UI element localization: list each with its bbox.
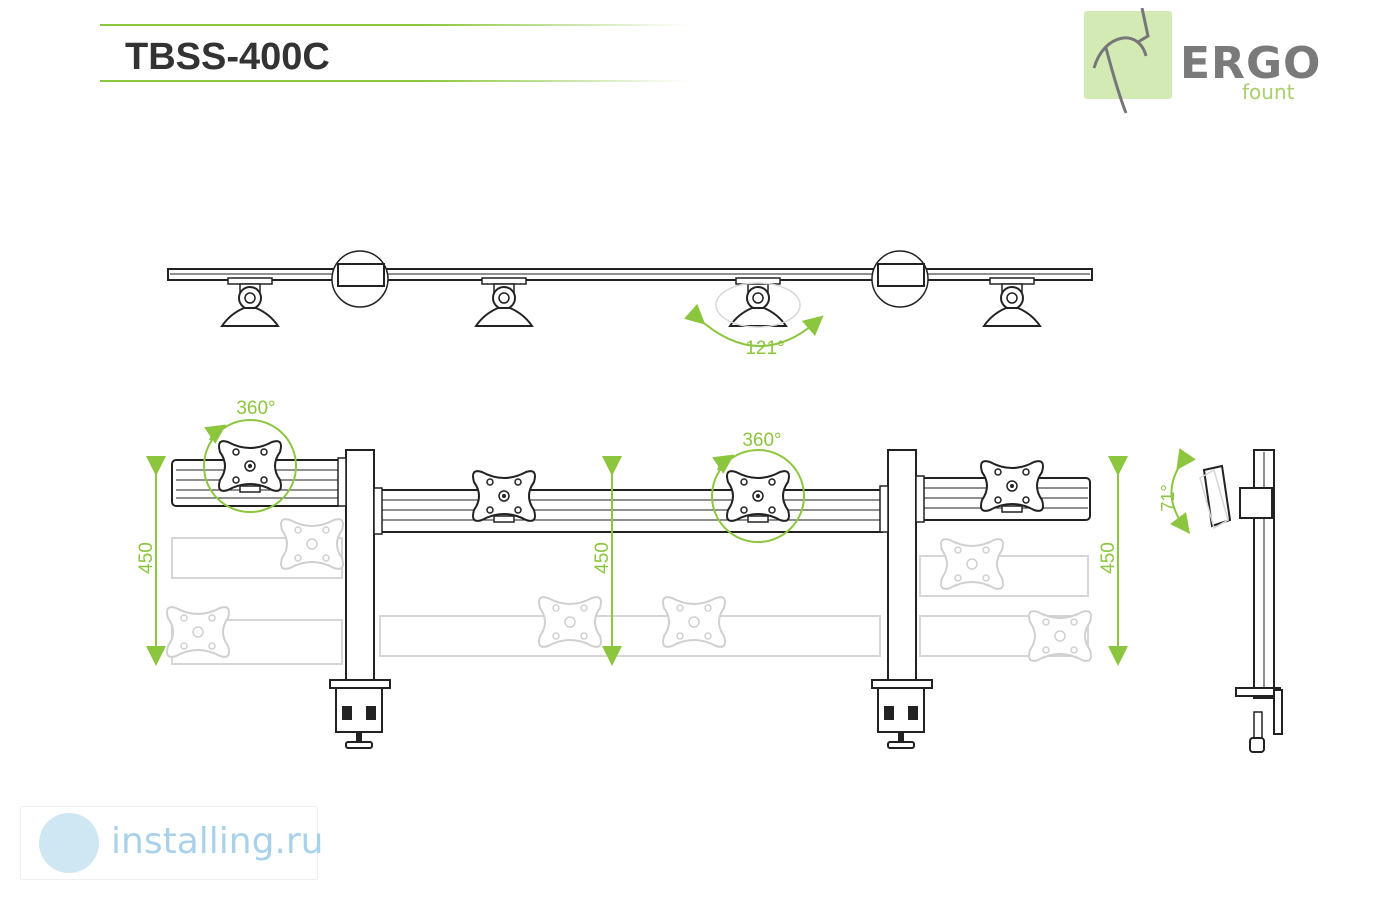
rotation-label-center: 360°: [742, 430, 781, 451]
front-view-vesa-3: [726, 470, 790, 523]
front-view-ghost-positions: [166, 518, 1092, 665]
top-view-mount-1: [221, 277, 279, 327]
front-view-vesa-1: [218, 440, 282, 493]
top-view-mount-4: [983, 277, 1041, 327]
rotation-circle-left: [203, 419, 297, 513]
rotation-circle-center: [711, 449, 805, 543]
rotation-label-left: 360°: [236, 398, 275, 419]
front-view-pole-left: [329, 449, 391, 749]
top-view-pole-left: [331, 250, 389, 308]
brand-logo: ERGO fount: [1084, 8, 1320, 118]
top-view-tilt-label: 121°: [745, 338, 784, 359]
front-view: 360° 360° 450 450 450: [136, 398, 1128, 749]
front-view-vesa-4: [980, 460, 1044, 513]
logo-sub-text: fount: [1242, 80, 1295, 104]
side-view: 71°: [1158, 448, 1283, 753]
logo-mark-icon: [1084, 8, 1172, 114]
top-view-pole-right: [871, 250, 929, 308]
page-title: TBSS-400C: [125, 36, 330, 78]
watermark-logo-icon: [39, 813, 99, 873]
top-view: 121°: [167, 250, 1093, 359]
top-view-mount-2: [475, 277, 533, 327]
header-bottom-line: [100, 80, 690, 82]
height-label-center: 450: [592, 542, 613, 574]
side-view-tilt-arc: [1170, 448, 1196, 535]
watermark-text: installing.ru: [111, 821, 324, 862]
top-view-tilt-arc: [683, 303, 824, 347]
front-view-pole-right: [871, 449, 933, 749]
height-label-right: 450: [1098, 542, 1119, 574]
rotation-arrow-left-icon: [204, 424, 227, 444]
watermark: installing.ru: [20, 806, 323, 880]
height-label-left: 450: [136, 542, 157, 574]
front-view-crossbar: [171, 459, 1091, 533]
front-view-vesa-2: [472, 470, 536, 523]
header-top-line: [100, 24, 690, 26]
side-view-tilt-label: 71°: [1158, 484, 1178, 511]
rotation-arrow-center-icon: [712, 454, 735, 474]
logo-brand-text: ERGO: [1180, 38, 1322, 89]
